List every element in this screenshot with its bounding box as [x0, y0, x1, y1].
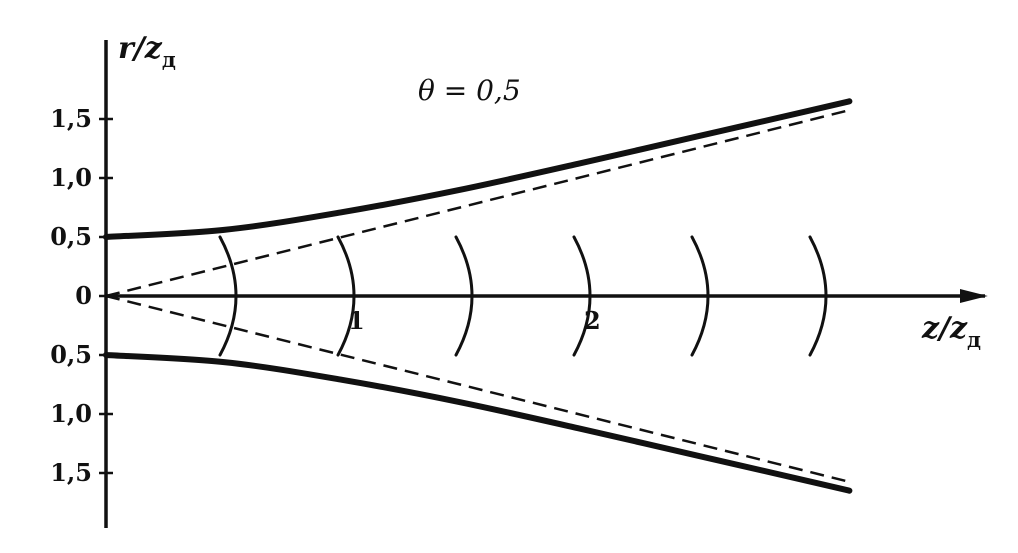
- y-tick-label: 1,5: [50, 104, 92, 133]
- x-axis-label: z/zд: [921, 311, 981, 352]
- envelopes: [103, 98, 853, 494]
- y-tick-label: 1,0: [50, 399, 92, 428]
- asymptote-lower-line: [105, 294, 850, 484]
- theta-label: θ = 0,5: [418, 74, 521, 107]
- asymptote-upper-line: [105, 108, 850, 298]
- y-ticks: 1,5 1,0 0,5 0 0,5 1,0 1,5: [50, 104, 113, 487]
- asymptotes: [105, 108, 850, 484]
- wavefronts: [218, 235, 828, 357]
- wavefront-arc: [336, 235, 356, 357]
- y-tick-label: 1,0: [50, 163, 92, 192]
- wavefront-arc: [808, 235, 828, 357]
- y-tick-label: 0: [75, 281, 92, 310]
- y-axis-label: r/zд: [118, 31, 176, 72]
- y-tick-label: 0,5: [50, 340, 92, 369]
- envelope-lower-curve: [103, 352, 853, 494]
- wavefront-arc: [572, 235, 592, 357]
- wavefront-arc: [690, 235, 710, 357]
- wavefront-arc: [218, 235, 238, 357]
- envelope-upper-curve: [103, 98, 853, 240]
- wavefront-arc: [454, 235, 474, 357]
- y-tick-label: 1,5: [50, 458, 92, 487]
- y-tick-label: 0,5: [50, 222, 92, 251]
